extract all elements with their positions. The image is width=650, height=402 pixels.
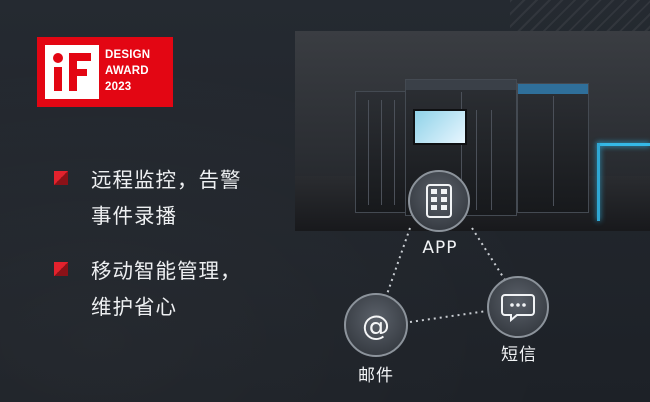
feature-remote-monitoring: 远程监控，告警 事件录播 bbox=[91, 162, 242, 234]
app-label: APP bbox=[422, 238, 458, 258]
app-node[interactable] bbox=[408, 170, 470, 232]
decorative-corner-lines bbox=[510, 0, 650, 34]
if-logo-icon bbox=[45, 45, 99, 99]
email-label: 邮件 bbox=[358, 366, 394, 386]
feature-line: 维护省心 bbox=[91, 295, 177, 319]
sms-node[interactable] bbox=[487, 276, 549, 338]
feature-line: 事件录播 bbox=[91, 204, 177, 228]
app-grid-icon bbox=[426, 184, 452, 218]
badge-line-award: AWARD bbox=[105, 65, 149, 77]
feature-line: 远程监控，告警 bbox=[91, 168, 242, 192]
feature-line: 移动智能管理， bbox=[91, 259, 242, 283]
cabinet-right bbox=[517, 83, 589, 213]
bullet-icon bbox=[54, 262, 68, 276]
if-design-award-badge: DESIGN AWARD 2023 bbox=[37, 37, 173, 107]
sms-label: 短信 bbox=[501, 345, 537, 365]
at-sign-icon: @ bbox=[362, 308, 390, 342]
feature-mobile-management: 移动智能管理， 维护省心 bbox=[91, 253, 242, 325]
touch-screen bbox=[413, 109, 467, 145]
email-node[interactable]: @ bbox=[344, 293, 408, 357]
badge-line-design: DESIGN bbox=[105, 49, 151, 61]
bullet-icon bbox=[54, 171, 68, 185]
cabinet-side bbox=[355, 91, 409, 213]
badge-text: DESIGN AWARD 2023 bbox=[105, 47, 150, 95]
badge-line-year: 2023 bbox=[105, 81, 132, 93]
chat-bubble-icon bbox=[501, 294, 535, 323]
